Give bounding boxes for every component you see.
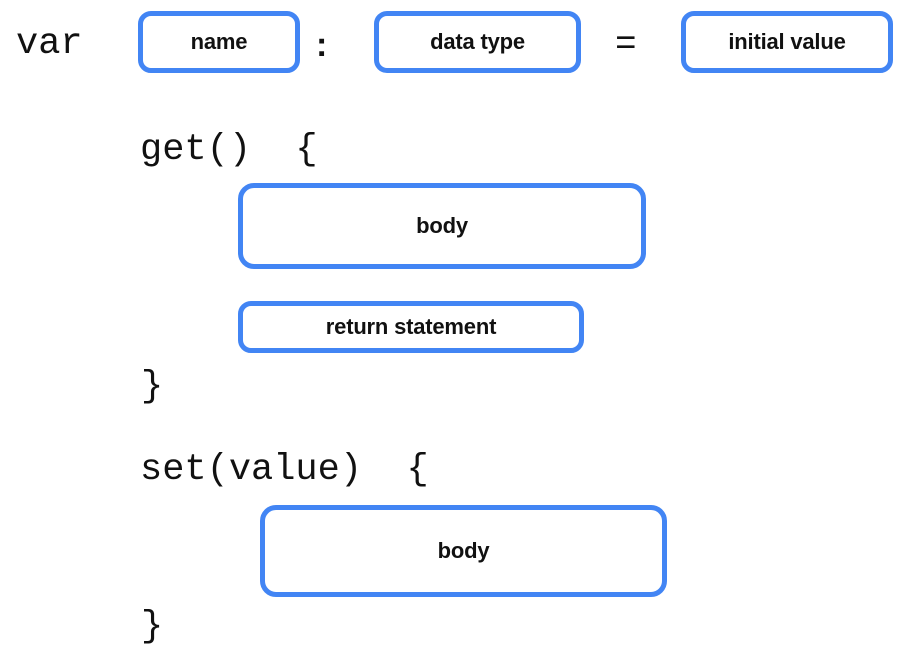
placeholder-label-return-statement: return statement [325,314,497,339]
placeholder-box-name[interactable]: name [138,11,300,73]
placeholder-box-setter-body[interactable]: body [260,505,667,597]
getter-closing-brace: } [141,366,164,408]
placeholder-label-name: name [190,29,248,54]
getter-signature: get() { [140,129,318,171]
setter-signature: set(value) { [140,449,429,491]
setter-closing-brace: } [141,606,164,648]
operator-equals: = [615,24,637,65]
placeholder-label-initial-value: initial value [728,29,846,54]
placeholder-box-initial-value[interactable]: initial value [681,11,893,73]
placeholder-label-setter-body: body [437,538,490,563]
placeholder-box-return-statement[interactable]: return statement [238,301,584,353]
placeholder-box-getter-body[interactable]: body [238,183,646,269]
placeholder-box-data-type[interactable]: data type [374,11,581,73]
placeholder-label-data-type: data type [430,29,525,54]
keyword-var: var [16,23,83,65]
operator-colon: : [316,26,328,64]
placeholder-label-getter-body: body [416,213,468,238]
